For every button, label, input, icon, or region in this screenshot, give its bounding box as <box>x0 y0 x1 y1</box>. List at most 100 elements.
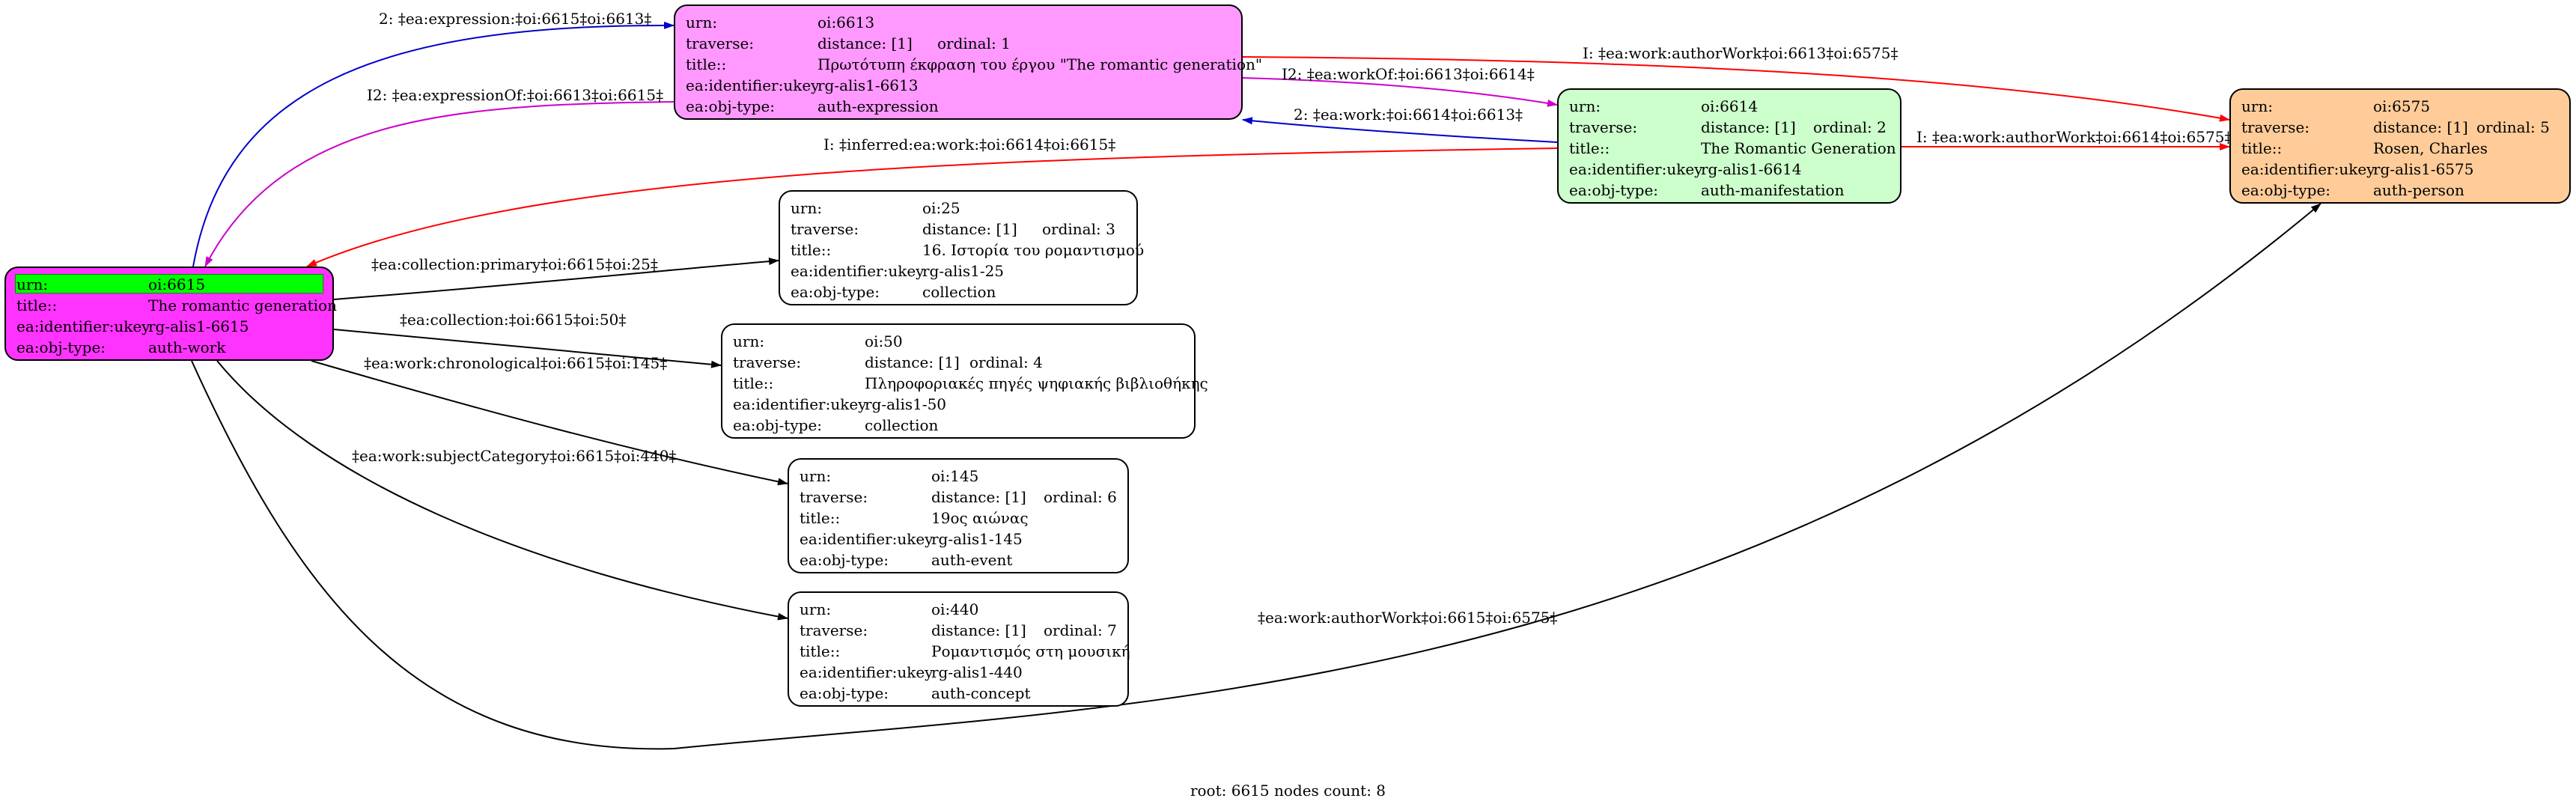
edge-label-e9: ‡ea:collection:‡oi:6615‡oi:50‡ <box>400 311 626 329</box>
node-value: auth-concept <box>931 684 1031 702</box>
node-row: urn:oi:145 <box>789 466 1127 487</box>
node-value: Ρομαντισμός στη μουσική <box>931 642 1130 660</box>
node-key: title:: <box>800 642 841 660</box>
node-key: ea:obj-type: <box>800 684 889 702</box>
node-row: ea:obj-type:auth-event <box>789 549 1127 570</box>
node-value: distance: [1] <box>2373 118 2468 136</box>
node-value: oi:6615 <box>148 275 206 293</box>
node-key: ea:obj-type: <box>686 97 776 115</box>
node-key: ea:identifier:ukey <box>1569 160 1703 178</box>
node-row: urn:oi:6613 <box>675 12 1241 33</box>
node-key: urn: <box>686 13 718 31</box>
node-value: oi:145 <box>931 467 979 485</box>
node-value: Πρωτότυπη έκφραση του έργου "The romanti… <box>817 55 1263 73</box>
node-value: Πληροφοριακές πηγές ψηφιακής βιβλιοθήκης <box>865 374 1208 392</box>
node-key: traverse: <box>1569 118 1638 136</box>
node-key: urn: <box>1569 97 1601 115</box>
node-ordinal: ordinal: 4 <box>969 353 1043 371</box>
node-key: title:: <box>800 509 841 527</box>
node-key: traverse: <box>800 621 868 639</box>
node-row: urn:oi:25 <box>780 198 1136 219</box>
node-key: traverse: <box>686 34 755 52</box>
node-key: title:: <box>1569 139 1610 157</box>
node-value: auth-expression <box>817 97 939 115</box>
node-value: collection <box>865 416 939 434</box>
node-value: rg-alis1-6614 <box>1701 160 1802 178</box>
node-row: urn:oi:6615 <box>6 274 332 295</box>
node-row: traverse:distance: [1]ordinal: 1 <box>675 33 1241 54</box>
node-row: ea:obj-type: auth-concept <box>789 683 1127 704</box>
node-value: distance: [1] <box>865 353 960 371</box>
node-key: ea:obj-type: <box>2241 181 2331 199</box>
node-value: auth-event <box>931 551 1013 569</box>
node-row: ea:obj-type:auth-manifestation <box>1559 180 1900 201</box>
edge-label-e11: ‡ea:work:subjectCategory‡oi:6615‡oi:440‡ <box>352 447 677 465</box>
edge-e5 <box>1242 117 1558 143</box>
node-ordinal: ordinal: 6 <box>1044 488 1117 506</box>
node-row: traverse:distance: [1]ordinal: 6 <box>789 487 1127 508</box>
node-ordinal: ordinal: 2 <box>1813 118 1887 136</box>
node-key: ea:identifier:ukey <box>800 663 934 681</box>
node-key: ea:identifier:ukey <box>733 395 867 413</box>
node-key: ea:obj-type: <box>16 338 106 356</box>
node-value: auth-work <box>148 338 226 356</box>
node-key: ea:obj-type: <box>1569 181 1659 199</box>
edge-e11 <box>216 360 788 621</box>
node-value: rg-alis1-440 <box>931 663 1023 681</box>
node-row: urn: oi:50 <box>722 331 1194 352</box>
node-key: title:: <box>733 374 774 392</box>
node-key: ea:identifier:ukey <box>800 530 934 548</box>
node-value: distance: [1] <box>931 488 1026 506</box>
node-oi50[interactable]: urn: oi:50 traverse: distance: [1] ordinal: … <box>721 323 1208 439</box>
node-value: 16. Ιστορία του ρομαντισμού <box>922 241 1145 259</box>
node-key: ea:identifier:ukey <box>686 76 820 94</box>
edge-e7 <box>306 147 1558 267</box>
node-ordinal: ordinal: 7 <box>1044 621 1117 639</box>
node-row: title::19ος αιώνας <box>789 508 1127 529</box>
edge-e3 <box>1242 56 2230 122</box>
node-row: title::16. Ιστορία του ρομαντισμού <box>780 240 1144 261</box>
edge-e1 <box>192 21 675 267</box>
node-row: title::The Romantic Generation <box>1559 138 1900 159</box>
edge-label-e7: I: ‡inferred:ea:work:‡oi:6614‡oi:6615‡ <box>823 135 1115 153</box>
node-value: Rosen, Charles <box>2373 139 2488 157</box>
node-value: rg-alis1-6613 <box>817 76 919 94</box>
node-row: ea:obj-type: collection <box>722 415 1194 436</box>
edge-label-e5: 2: ‡ea:work:‡oi:6614‡oi:6613‡ <box>1294 106 1523 124</box>
node-ordinal: ordinal: 5 <box>2476 118 2550 136</box>
node-value: auth-person <box>2373 181 2464 199</box>
node-value: oi:440 <box>931 600 979 618</box>
node-value: oi:50 <box>865 332 903 350</box>
node-key: ea:obj-type: <box>733 416 823 434</box>
node-value: distance: [1] <box>1701 118 1796 136</box>
node-value: rg-alis1-6575 <box>2373 160 2474 178</box>
node-key: urn: <box>733 332 765 350</box>
node-key: title:: <box>791 241 832 259</box>
node-key: title:: <box>2241 139 2283 157</box>
node-key: urn: <box>800 600 832 618</box>
node-value: distance: [1] <box>817 34 913 52</box>
graph-footer: root: 6615 nodes count: 8 <box>1190 782 1386 800</box>
edge-label-e10: ‡ea:work:chronological‡oi:6615‡oi:145‡ <box>364 354 667 372</box>
node-key: traverse: <box>733 353 802 371</box>
node-row: title::Rosen, Charles <box>2231 138 2569 159</box>
node-row: traverse: distance: [1] ordinal: 4 <box>722 352 1194 373</box>
node-row: traverse: distance: [1] ordinal: 2 <box>1559 117 1900 138</box>
edge-e2 <box>204 101 675 267</box>
node-key: ea:identifier:ukey <box>16 317 150 335</box>
node-row: title::Πληροφοριακές πηγές ψηφιακής βιβλ… <box>722 373 1208 394</box>
node-row: traverse:distance: [1]ordinal: 3 <box>780 219 1136 240</box>
